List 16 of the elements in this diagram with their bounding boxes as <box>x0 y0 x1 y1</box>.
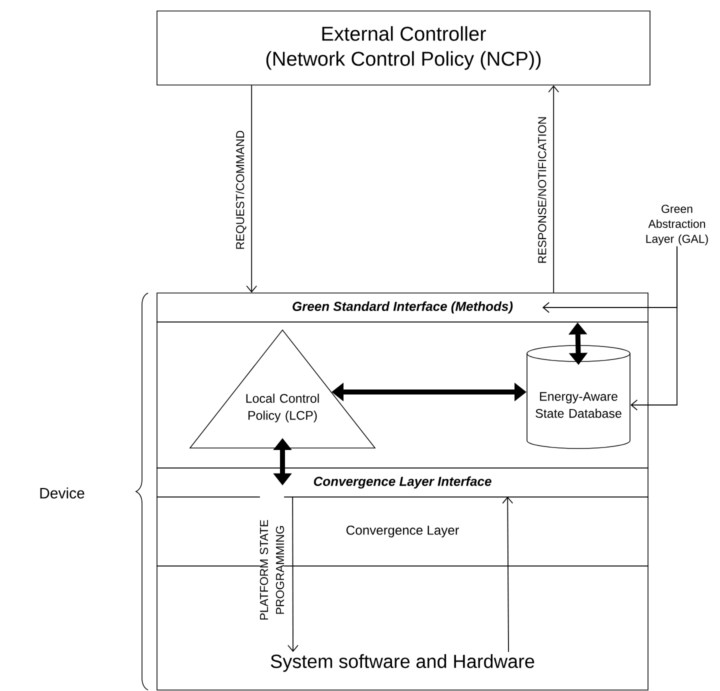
arrow <box>548 85 560 294</box>
interface-band: Convergence Layer Interface <box>156 468 648 498</box>
arrow <box>288 496 298 652</box>
edge-label: RESPONSE/NOTIFICATION <box>538 116 546 264</box>
edge-label: PLATFORM STATE PROGRAMMING <box>260 495 284 645</box>
controller-box: External Controller (Network Control Policy (NCP)) <box>156 10 650 86</box>
device-label: Device <box>40 487 84 498</box>
layer-box <box>156 322 648 468</box>
annotation-text: Green Abstraction Layer (GAL) <box>646 204 708 246</box>
arrow <box>246 84 258 293</box>
database-cylinder: Energy-Aware State Database <box>526 345 630 449</box>
arrow <box>502 496 514 652</box>
node-label: Energy-Aware State Database <box>536 392 622 418</box>
arrow <box>630 246 678 410</box>
interface-band: Green Standard Interface (Methods) <box>156 292 648 322</box>
edge-label: REQUEST/COMMAND <box>236 130 246 250</box>
